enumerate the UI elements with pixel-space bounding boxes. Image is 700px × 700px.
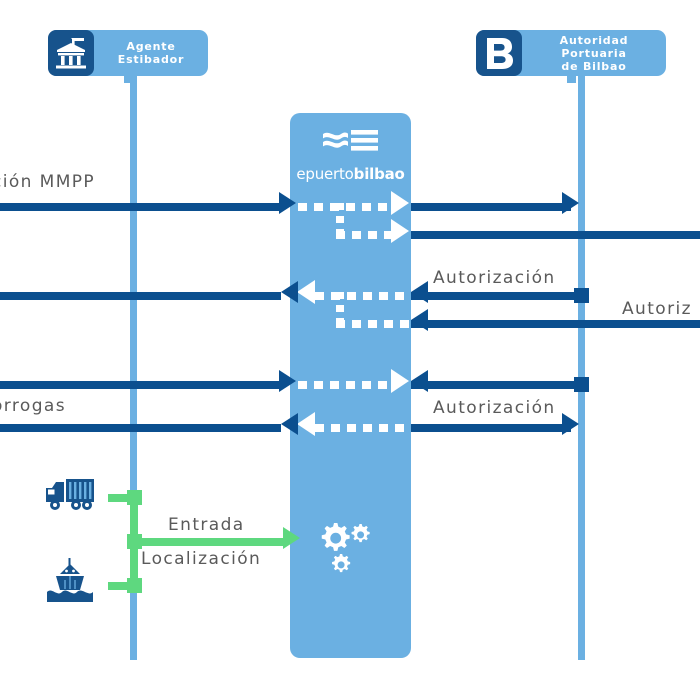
green-arrowhead-main [283, 527, 300, 549]
message-label-m7: Entrada [168, 515, 245, 535]
platform-dash-arrowhead-2 [297, 280, 315, 304]
actor-title-agente-estibador: Agente Estibador [94, 40, 208, 66]
green-line-ship-branch [108, 582, 142, 590]
platform-logo: epuertobilbao [290, 127, 411, 183]
platform-dash-line-1a [298, 203, 393, 211]
letter-b-logo-icon [476, 30, 522, 76]
message-arrowhead-m4 [411, 309, 428, 331]
platform-dash-line-3a [298, 381, 393, 389]
actor-title-line1: Autoridad Portuaria [559, 33, 629, 60]
green-junction-ship [127, 578, 142, 593]
message-line-m2 [411, 231, 700, 239]
badge-tail [124, 75, 133, 83]
platform-dash-line-2b [336, 320, 411, 328]
message-line-m6-left [0, 424, 281, 432]
message-line-m6-right [411, 424, 571, 432]
message-arrowhead-m5 [279, 370, 296, 392]
message-label-m8: Localización [141, 549, 262, 569]
wordmark-light: epuerto [296, 165, 354, 183]
message-line-m4 [411, 320, 700, 328]
actor-title-line2: Estibador [117, 53, 185, 66]
actor-title-line1: Agente [126, 40, 176, 53]
ship-icon [47, 556, 93, 606]
message-arrowhead-m3-left [281, 281, 298, 303]
platform-dash-line-3b [315, 424, 411, 432]
message-line-m1-right [411, 203, 571, 211]
message-line-m3-right [411, 292, 581, 300]
badge-tail [567, 75, 576, 83]
platform-dash-arrowhead-1a [391, 191, 409, 215]
gears-icon [321, 523, 370, 573]
actor-badge-agente-estibador[interactable]: Agente Estibador [48, 30, 208, 83]
actor-title-autoridad-portuaria: Autoridad Portuaria de Bilbao [522, 34, 666, 73]
platform-dash-arrowhead-3a [391, 369, 409, 393]
message-line-m3-left [0, 292, 281, 300]
truck-icon [44, 476, 96, 516]
platform-dash-stub-1 [336, 203, 344, 234]
message-label-m6: Autorización [433, 398, 556, 418]
platform-dash-arrowhead-3b [297, 412, 315, 436]
green-line-main [130, 538, 285, 546]
message-arrowhead-m6-left [281, 413, 298, 435]
platform-dash-line-1b [336, 231, 393, 239]
green-line-truck-branch [108, 494, 142, 502]
message-arrowhead-m3-right [411, 281, 428, 303]
message-arrowhead-m5-right [411, 370, 428, 392]
message-arrowhead-m1-right [562, 192, 579, 214]
message-label-m3: Autorización [433, 268, 556, 288]
warehouse-building-icon [48, 30, 94, 76]
waves-lines-icon [322, 130, 378, 151]
actor-title-line2: de Bilbao [561, 59, 627, 73]
message-line-m5-right [411, 381, 581, 389]
platform-wordmark: epuertobilbao [290, 165, 411, 183]
platform-dash-line-2a [315, 292, 411, 300]
lifeline-agente-estibador [130, 76, 137, 660]
lifeline-autoridad-portuaria [578, 76, 585, 660]
message-line-m5 [0, 381, 281, 389]
message-label-m1: ción MMPP [0, 172, 96, 192]
message-endpoint-dot-m5 [574, 377, 589, 392]
message-label-m4: Autoriz [622, 299, 692, 319]
message-arrowhead-m6-right [562, 413, 579, 435]
platform-dash-arrowhead-1b [391, 219, 409, 243]
wordmark-bold: bilbao [353, 165, 405, 183]
platform-dash-stub-2 [336, 292, 344, 323]
message-endpoint-dot-m3 [574, 288, 589, 303]
message-label-m5: órrogas [0, 396, 66, 416]
message-line-m1 [0, 203, 281, 211]
message-arrowhead-m1 [279, 192, 296, 214]
actor-badge-autoridad-portuaria[interactable]: Autoridad Portuaria de Bilbao [476, 30, 666, 83]
